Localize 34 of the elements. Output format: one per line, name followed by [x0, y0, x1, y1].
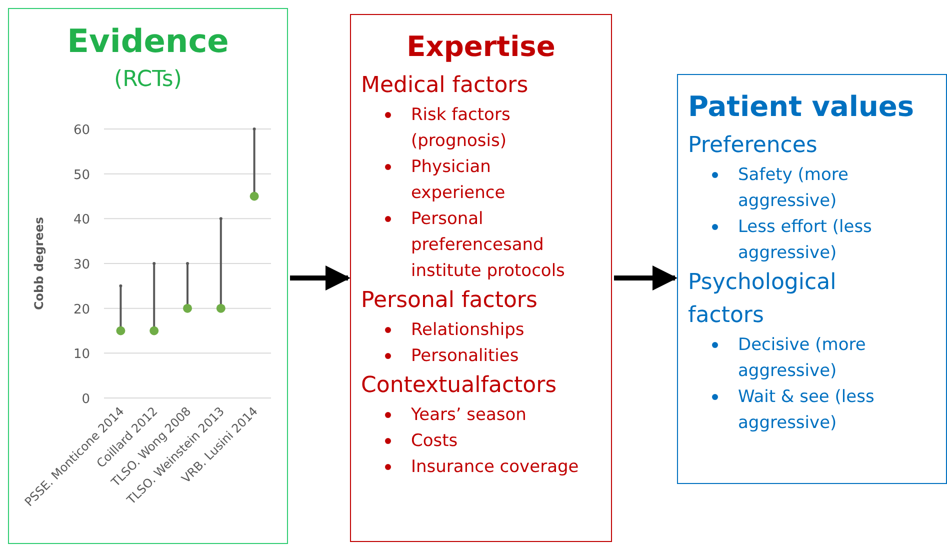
subheading: Psychological factors [688, 269, 838, 330]
list-item: Physician experience [411, 156, 506, 205]
heading: Expertise [406, 29, 556, 65]
subheading: Contextualfactors [361, 372, 558, 400]
axis-tick-label: 40 [73, 212, 90, 228]
list-item: Costs [411, 430, 459, 453]
panel [677, 74, 947, 484]
list-item: Years’ season [411, 404, 528, 427]
heading: Evidence [66, 21, 230, 62]
arrow [614, 266, 678, 290]
panel [350, 14, 612, 542]
list-item: Insurance coverage [411, 456, 580, 479]
list-item: Relationships [411, 319, 526, 342]
subheading: Preferences [688, 132, 818, 160]
list-item: Safety (more aggressive) [738, 164, 850, 213]
list-item: Personal preferencesand institute protocols [411, 208, 566, 283]
list-item: Personalities [411, 345, 520, 368]
panel [8, 8, 288, 544]
list-item: Less effort (less aggressive) [738, 216, 873, 265]
subtitle: (RCTs) [113, 66, 183, 94]
arrow [290, 266, 350, 290]
list-item: Decisive (more aggressive) [738, 334, 867, 383]
subheading: Medical factors [361, 72, 530, 100]
axis-tick-label: 0 [82, 392, 90, 407]
heading: Patient values [688, 89, 916, 125]
axis-tick-label: 60 [73, 123, 90, 138]
axis-tick-label: 50 [73, 168, 90, 183]
subheading: Personal factors [361, 287, 538, 315]
axis-tick-label: 10 [73, 347, 90, 362]
list-item: Wait & see (less aggressive) [738, 386, 876, 435]
axis-title: Cobb degrees [32, 216, 46, 310]
axis-tick-label: 30 [73, 258, 90, 272]
axis-tick-label: 20 [73, 302, 90, 318]
list-item: Risk factors (prognosis) [411, 104, 512, 153]
